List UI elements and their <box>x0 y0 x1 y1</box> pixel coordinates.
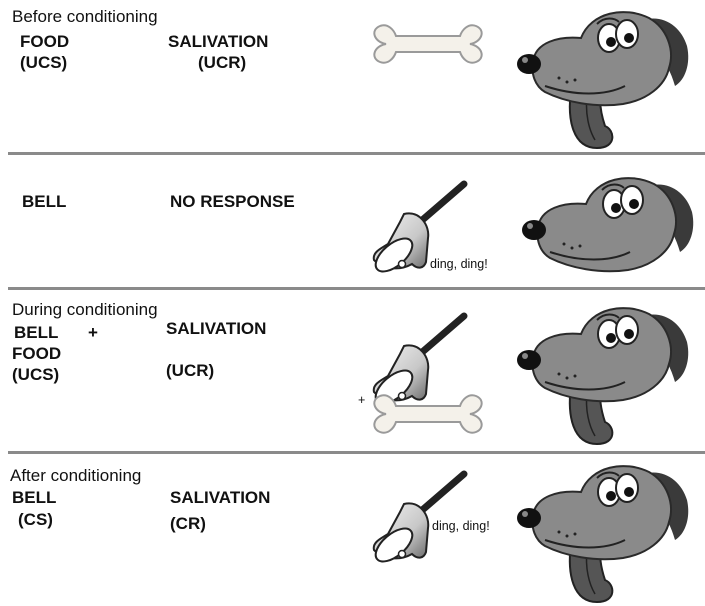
panel-divider <box>8 287 705 290</box>
response-type-label: (UCR) <box>198 54 246 71</box>
panel-heading: After conditioning <box>10 467 141 484</box>
stimulus-label: FOOD <box>20 33 69 50</box>
stimulus-label-2: FOOD <box>12 345 61 362</box>
response-type-label: (CR) <box>170 515 206 532</box>
response-type-label: (UCR) <box>166 362 214 379</box>
stimulus-label: BELL <box>14 324 58 341</box>
bone-icon <box>368 392 490 438</box>
panel-heading: During conditioning <box>12 301 158 318</box>
stimulus-type-label: (UCS) <box>12 366 59 383</box>
dog-head-icon <box>515 456 695 606</box>
dog-head-icon <box>515 298 695 448</box>
panel-divider <box>8 152 705 155</box>
response-label: NO RESPONSE <box>170 193 295 210</box>
dog-head-icon <box>520 168 700 278</box>
panel-divider <box>8 451 705 454</box>
stimulus-label: BELL <box>22 193 66 210</box>
plus-sign: + <box>358 394 365 407</box>
plus-sign: + <box>88 324 98 341</box>
bell-sound-caption: ding, ding! <box>432 520 490 533</box>
bone-icon <box>368 22 490 68</box>
response-label: SALIVATION <box>168 33 268 50</box>
stimulus-type-label: (CS) <box>18 511 53 528</box>
bell-sound-caption: ding, ding! <box>430 258 488 271</box>
response-label: SALIVATION <box>166 320 266 337</box>
response-label: SALIVATION <box>170 489 270 506</box>
stimulus-label: BELL <box>12 489 56 506</box>
dog-head-icon <box>515 2 695 152</box>
stimulus-type-label: (UCS) <box>20 54 67 71</box>
panel-heading: Before conditioning <box>12 8 158 25</box>
